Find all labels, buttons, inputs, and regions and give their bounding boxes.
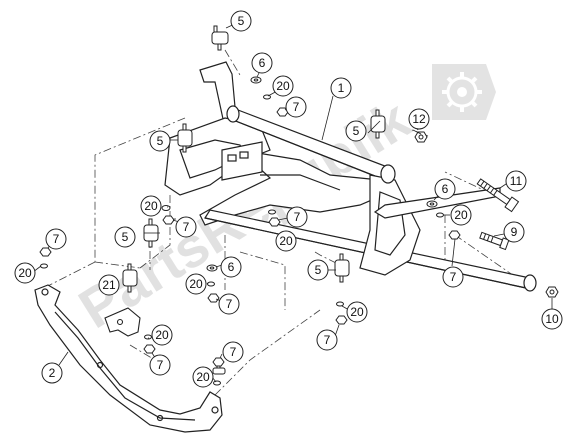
svg-text:21: 21	[102, 278, 116, 292]
svg-text:20: 20	[454, 208, 468, 222]
svg-text:5: 5	[238, 14, 245, 28]
callout-20: 20	[275, 230, 297, 252]
callouts: 5 6 20 7 1 5 5 12 20 7 7 20 5 6 20 7 6 2…	[14, 10, 563, 388]
callout-6: 6	[220, 256, 242, 278]
svg-text:10: 10	[545, 312, 559, 326]
callout-12: 12	[408, 108, 430, 130]
svg-text:6: 6	[442, 182, 449, 196]
svg-text:5: 5	[157, 134, 164, 148]
svg-text:5: 5	[122, 230, 129, 244]
callout-20: 20	[14, 262, 36, 284]
svg-text:7: 7	[450, 270, 457, 284]
rubber-mounts	[122, 25, 386, 375]
svg-text:7: 7	[183, 220, 190, 234]
svg-text:20: 20	[155, 328, 169, 342]
svg-text:7: 7	[53, 232, 60, 246]
svg-text:6: 6	[259, 56, 266, 70]
callout-5: 5	[114, 226, 136, 248]
callout-1: 1	[330, 77, 352, 99]
svg-text:5: 5	[353, 124, 360, 138]
callout-6: 6	[434, 178, 456, 200]
callout-5: 5	[345, 120, 367, 142]
svg-text:7: 7	[230, 345, 237, 359]
svg-text:7: 7	[226, 297, 233, 311]
callout-20: 20	[151, 324, 173, 346]
callout-5: 5	[230, 10, 252, 32]
svg-text:7: 7	[157, 358, 164, 372]
bolts	[414, 131, 559, 298]
svg-text:11: 11	[510, 174, 523, 188]
svg-text:20: 20	[279, 234, 293, 248]
callout-5: 5	[149, 130, 171, 152]
callout-20: 20	[185, 273, 207, 295]
svg-text:6: 6	[228, 260, 235, 274]
callout-21: 21	[98, 274, 120, 296]
svg-text:2: 2	[49, 366, 56, 380]
callout-7: 7	[149, 354, 171, 376]
svg-text:9: 9	[511, 225, 518, 239]
svg-text:5: 5	[315, 263, 322, 277]
svg-text:20: 20	[196, 370, 210, 384]
svg-text:12: 12	[412, 112, 426, 126]
callout-6: 6	[251, 52, 273, 74]
svg-text:20: 20	[144, 199, 158, 213]
callout-20: 20	[192, 366, 214, 388]
svg-text:1: 1	[338, 81, 345, 95]
svg-text:20: 20	[276, 79, 290, 93]
callout-20: 20	[140, 195, 162, 217]
callout-11: 11	[505, 170, 527, 192]
callout-7: 7	[286, 206, 308, 228]
callout-5: 5	[307, 259, 329, 281]
callout-7: 7	[218, 293, 240, 315]
svg-text:7: 7	[293, 100, 300, 114]
callout-7: 7	[222, 341, 244, 363]
callout-2: 2	[41, 362, 63, 384]
lower-bracket	[34, 284, 223, 433]
callout-9: 9	[503, 221, 525, 243]
callout-7: 7	[175, 216, 197, 238]
callout-7: 7	[285, 96, 307, 118]
svg-text:20: 20	[189, 277, 203, 291]
callout-7: 7	[316, 329, 338, 351]
svg-text:7: 7	[294, 210, 301, 224]
callout-20: 20	[346, 301, 368, 323]
svg-text:7: 7	[324, 333, 331, 347]
callout-20: 20	[450, 204, 472, 226]
callout-7: 7	[45, 228, 67, 250]
callout-20: 20	[272, 75, 294, 97]
svg-text:20: 20	[18, 266, 32, 280]
callout-7: 7	[442, 266, 464, 288]
svg-text:20: 20	[350, 305, 364, 319]
small-bracket	[104, 307, 141, 337]
gear-icon	[432, 64, 496, 120]
callout-10: 10	[541, 308, 563, 330]
